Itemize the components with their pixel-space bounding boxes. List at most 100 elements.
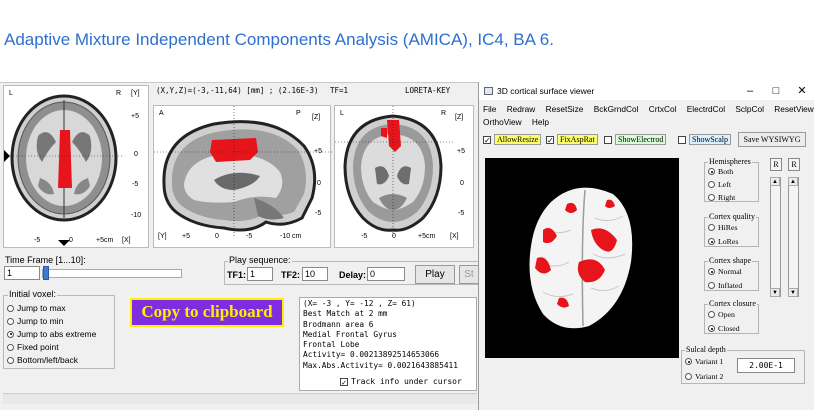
- copy-to-clipboard-button[interactable]: Copy to clipboard: [130, 298, 284, 327]
- menu-item-resetview[interactable]: ResetView: [774, 104, 814, 114]
- minimize-icon[interactable]: –: [746, 85, 754, 97]
- initial-voxel-option[interactable]: Jump to min: [7, 316, 63, 326]
- tf2-input[interactable]: 10: [302, 267, 328, 281]
- cortex-closure-option[interactable]: Closed: [708, 324, 740, 333]
- check-icon[interactable]: ✓: [483, 135, 491, 145]
- loreta-brand-label: LORETA-KEY: [405, 86, 451, 95]
- initial-voxel-option[interactable]: Jump to max: [7, 303, 66, 313]
- play-button[interactable]: Play: [415, 265, 455, 284]
- menu-item-electrdcol[interactable]: ElectrdCol: [686, 104, 726, 114]
- menu-item-file[interactable]: File: [483, 104, 497, 114]
- menu-item-bckgrndcol[interactable]: BckGrndCol: [593, 104, 639, 114]
- hemisphere-option[interactable]: Left: [708, 180, 731, 189]
- radio-button[interactable]: [685, 373, 692, 380]
- maximize-icon[interactable]: □: [772, 85, 780, 97]
- hemisphere-option[interactable]: Right: [708, 193, 735, 202]
- delay-input[interactable]: 0: [367, 267, 405, 281]
- loreta-viewer-window: L R [Y] +5 0 -5 -10 -5 0 +5cm [X] (X,Y,Z…: [0, 82, 478, 410]
- time-frame-slider-thumb[interactable]: [43, 266, 49, 280]
- check-icon[interactable]: ✓: [546, 135, 554, 145]
- sulcal-depth-option[interactable]: Variant 2: [685, 372, 723, 381]
- sulcal-depth-option[interactable]: Variant 1: [685, 357, 723, 366]
- cortex-closure-option[interactable]: Open: [708, 310, 735, 319]
- cortex-shape-option[interactable]: Normal: [708, 267, 742, 276]
- check-icon[interactable]: ✓: [340, 377, 348, 387]
- track-info-checkbox[interactable]: ✓Track info under cursor: [340, 377, 462, 387]
- time-frame-slider[interactable]: [42, 266, 182, 280]
- radio-button[interactable]: [7, 304, 14, 312]
- radio-button[interactable]: [708, 282, 715, 289]
- sagittal-xtick: -10 cm: [280, 233, 302, 240]
- axial-brain-slice: [4, 94, 124, 246]
- radio-button-selected[interactable]: [685, 358, 692, 365]
- info-line: Medial Frontal Gyrus: [303, 329, 397, 339]
- time-frame-input[interactable]: 1: [4, 266, 40, 280]
- menu-item-orthoview[interactable]: OrthoView: [483, 117, 522, 127]
- initial-voxel-option[interactable]: Fixed point: [7, 342, 59, 352]
- down-arrow-icon[interactable]: ▼: [770, 288, 780, 297]
- radio-button-selected[interactable]: [708, 268, 715, 275]
- menu-item-crtxcol[interactable]: CrtxCol: [648, 104, 677, 114]
- coronal-view-panel[interactable]: L R [Z] +5 0 -5: [334, 105, 474, 248]
- info-line: Max.Abs.Activity= 0.0021643885411: [303, 360, 458, 370]
- menu-item-resetsize[interactable]: ResetSize: [545, 104, 584, 114]
- up-arrow-icon[interactable]: ▲: [788, 177, 798, 186]
- info-line: Best Match at 2 mm: [303, 309, 388, 319]
- tf1-input[interactable]: 1: [247, 267, 273, 281]
- info-line: Activity= 0.00213892514653066: [303, 350, 440, 360]
- axial-view-panel[interactable]: L R [Y] +5 0 -5 -10 -5 0 +5cm [X]: [3, 85, 149, 248]
- save-wysiwyg-button[interactable]: Save WYSIWYG: [738, 132, 806, 147]
- reset-right-slider-button[interactable]: R: [788, 158, 800, 171]
- checkbox-box[interactable]: [604, 135, 612, 144]
- checkbox-box[interactable]: [678, 135, 686, 144]
- cortex-quality-option[interactable]: LoRes: [708, 237, 738, 246]
- coronal-corner-left: L: [340, 110, 344, 117]
- sagittal-xtick: +5: [182, 233, 190, 240]
- down-arrow-icon[interactable]: ▼: [788, 288, 798, 297]
- sulcal-depth-value-field[interactable]: 2.00E-1: [737, 358, 795, 373]
- radio-button[interactable]: [7, 356, 14, 364]
- delay-label: Delay:: [338, 270, 368, 280]
- radio-button-selected[interactable]: [708, 325, 715, 332]
- show-scalp-checkbox[interactable]: ShowScalp: [678, 134, 731, 145]
- initial-voxel-option[interactable]: Bottom/left/back: [7, 355, 78, 365]
- radio-button[interactable]: [7, 343, 14, 351]
- radio-button[interactable]: [708, 194, 715, 201]
- fix-aspect-ratio-checkbox[interactable]: ✓FixAspRat: [546, 134, 598, 145]
- menu-item-help[interactable]: Help: [531, 117, 549, 127]
- menu-bar-row-2: OrthoView Help: [483, 117, 557, 127]
- close-icon[interactable]: ✕: [797, 85, 807, 97]
- initial-voxel-option[interactable]: Jump to abs extreme: [7, 329, 96, 339]
- allow-resize-checkbox[interactable]: ✓AllowResize: [483, 134, 542, 145]
- hemisphere-option[interactable]: Both: [708, 167, 733, 176]
- cortex-closure-label: Cortex closure: [708, 299, 757, 308]
- sagittal-xtick: [Y]: [158, 233, 167, 240]
- radio-button[interactable]: [708, 181, 715, 188]
- horizontal-scrollbar[interactable]: [3, 393, 477, 404]
- radio-button[interactable]: [708, 224, 715, 231]
- menu-item-redraw[interactable]: Redraw: [506, 104, 536, 114]
- cortical-surface-render: [529, 187, 633, 329]
- stop-button[interactable]: St: [459, 265, 478, 284]
- up-arrow-icon[interactable]: ▲: [770, 177, 780, 186]
- right-vertical-slider[interactable]: [788, 177, 799, 297]
- left-vertical-slider[interactable]: [770, 177, 781, 297]
- radio-button[interactable]: [7, 317, 14, 325]
- radio-button-selected[interactable]: [708, 238, 715, 245]
- show-electrodes-checkbox[interactable]: ShowElectrod: [604, 134, 667, 145]
- sulcal-depth-label: Sulcal depth: [685, 345, 727, 354]
- menu-item-sclpcol[interactable]: SclpCol: [735, 104, 764, 114]
- voxel-info-box: (X= -3 , Y= -12 , Z= 61) Best Match at 2…: [299, 297, 477, 391]
- reset-left-slider-button[interactable]: R: [770, 158, 782, 171]
- cortex-quality-label: Cortex quality: [708, 212, 756, 221]
- coronal-axis-x-label: [X]: [450, 233, 459, 240]
- cortex-quality-option[interactable]: HiRes: [708, 223, 738, 232]
- radio-button-selected[interactable]: [708, 168, 715, 175]
- sagittal-view-panel[interactable]: A P [Z] +5 0 -5: [153, 105, 332, 248]
- cortex-shape-option[interactable]: Inflated: [708, 281, 742, 290]
- radio-button-selected[interactable]: [7, 330, 14, 338]
- sagittal-corner-posterior: P: [296, 110, 301, 117]
- cortical-surface-canvas[interactable]: [485, 158, 679, 358]
- radio-button[interactable]: [708, 311, 715, 318]
- sagittal-xtick: 0: [215, 233, 219, 240]
